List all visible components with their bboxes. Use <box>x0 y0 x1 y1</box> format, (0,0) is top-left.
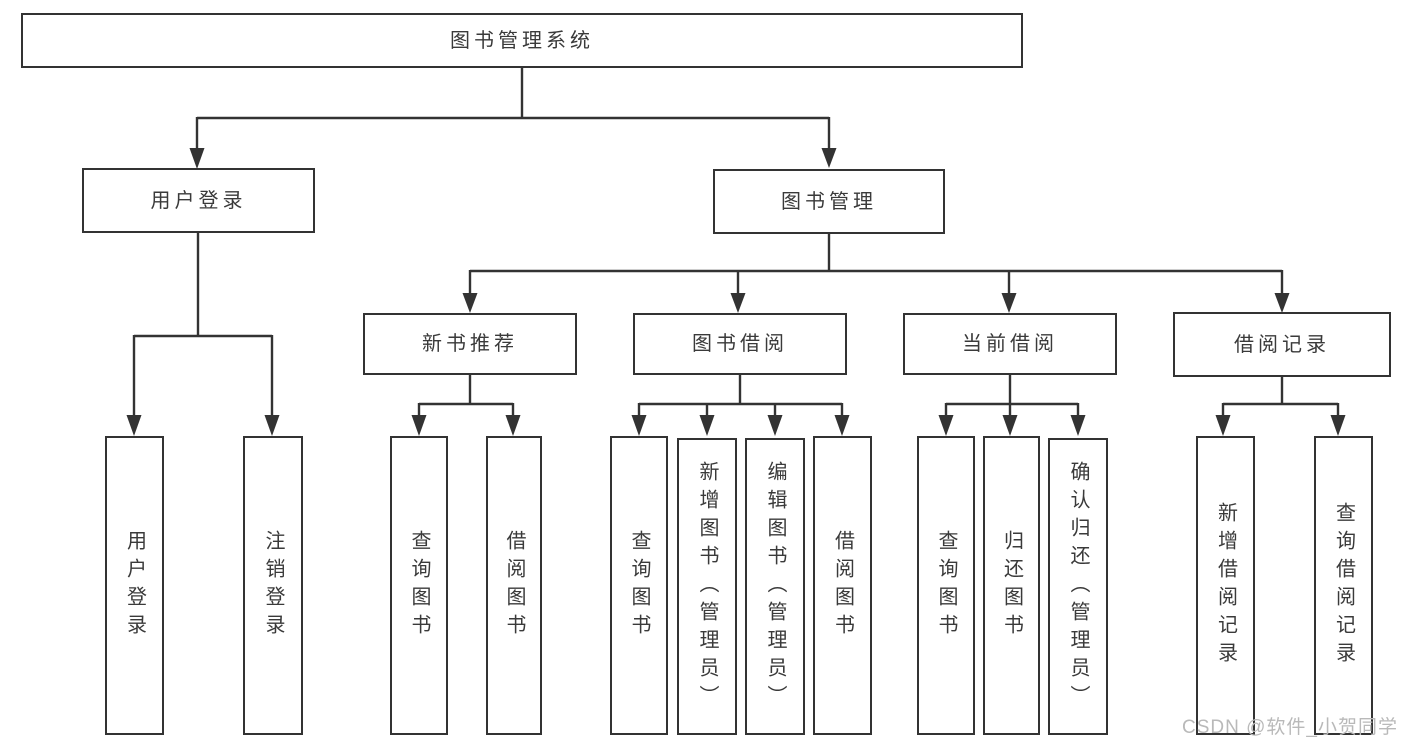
leaf-label: 查询图书 <box>628 529 650 642</box>
leaf-borrow-books-recommend: 借阅图书 <box>486 436 542 735</box>
node-borrow-records: 借阅记录 <box>1173 312 1391 377</box>
leaf-label: 新增图书（管理员） <box>696 460 718 713</box>
node-label: 图书管理系统 <box>450 29 594 52</box>
leaf-edit-book-admin: 编辑图书（管理员） <box>745 438 805 735</box>
leaf-label: 用户登录 <box>123 529 146 642</box>
node-book-management-system: 图书管理系统 <box>21 13 1023 68</box>
arrowheads-level3 <box>462 293 1290 313</box>
connector-current-borrow-children <box>944 375 1080 417</box>
node-label: 用户登录 <box>150 189 247 212</box>
node-book-management: 图书管理 <box>713 169 945 234</box>
leaf-label: 新增借阅记录 <box>1214 501 1237 670</box>
leaf-label: 注销登录 <box>262 529 284 642</box>
leaf-label: 归还图书 <box>1000 529 1023 642</box>
leaf-logout: 注销登录 <box>243 436 303 735</box>
node-label: 图书借阅 <box>692 333 788 355</box>
arrowheads-level2 <box>189 148 837 169</box>
leaf-label: 查询图书 <box>935 529 957 642</box>
leaf-user-login: 用户登录 <box>105 436 164 735</box>
node-user-login: 用户登录 <box>82 168 315 233</box>
node-book-borrow: 图书借阅 <box>633 313 847 375</box>
leaf-label: 查询图书 <box>408 529 430 642</box>
leaf-query-books-recommend: 查询图书 <box>390 436 448 735</box>
node-label: 新书推荐 <box>422 333 518 355</box>
leaf-query-books-borrow: 查询图书 <box>610 436 668 735</box>
leaf-borrow-books: 借阅图书 <box>813 436 872 735</box>
connector-borrow-records-children <box>1221 377 1340 417</box>
node-current-borrow: 当前借阅 <box>903 313 1117 375</box>
connector-book-borrow-children <box>637 375 844 417</box>
leaf-label: 借阅图书 <box>831 529 854 642</box>
connector-root-to-level2 <box>195 68 831 150</box>
node-new-book-recommend: 新书推荐 <box>363 313 577 375</box>
leaf-add-book-admin: 新增图书（管理员） <box>677 438 737 735</box>
leaf-label: 编辑图书（管理员） <box>764 460 786 713</box>
leaf-query-borrow-record: 查询借阅记录 <box>1314 436 1373 735</box>
leaf-add-borrow-record: 新增借阅记录 <box>1196 436 1255 735</box>
connector-user-login-children <box>132 233 274 417</box>
node-label: 借阅记录 <box>1234 333 1330 356</box>
leaf-label: 确认归还（管理员） <box>1067 460 1089 713</box>
connector-new-book-children <box>417 375 515 417</box>
leaf-label: 借阅图书 <box>503 529 525 642</box>
leaf-confirm-return-admin: 确认归还（管理员） <box>1048 438 1108 735</box>
leaf-query-books-current: 查询图书 <box>917 436 975 735</box>
watermark: CSDN @软件_小贺同学 <box>1182 717 1398 738</box>
leaf-return-books: 归还图书 <box>983 436 1040 735</box>
node-label: 图书管理 <box>781 190 877 213</box>
connector-book-management-children <box>468 234 1284 295</box>
node-label: 当前借阅 <box>962 333 1058 355</box>
leaf-label: 查询借阅记录 <box>1332 501 1355 670</box>
arrowheads-leaves <box>126 415 1346 436</box>
